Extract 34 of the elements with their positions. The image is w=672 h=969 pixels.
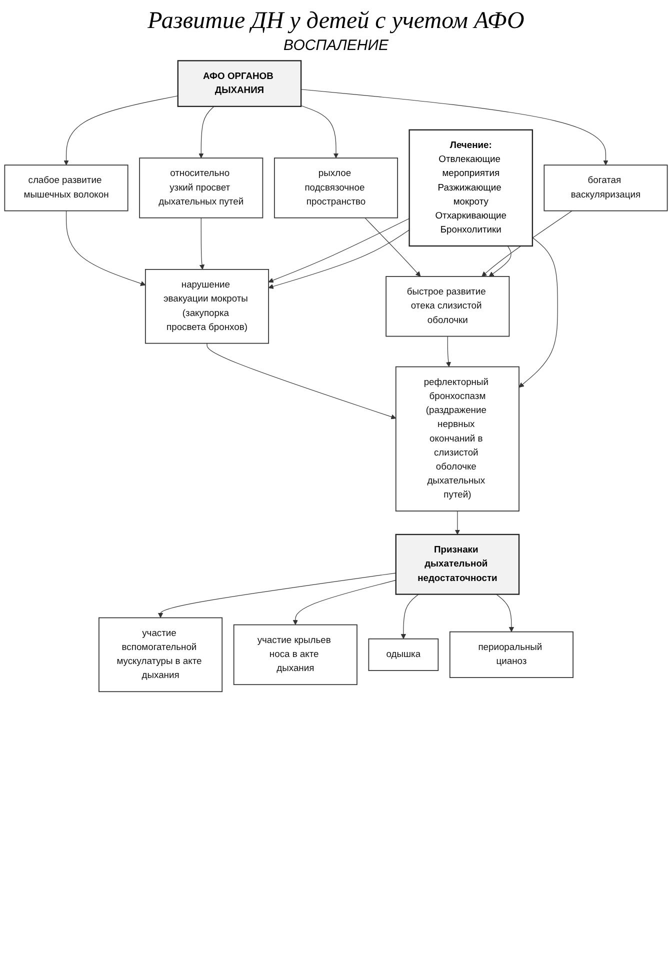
node-box: быстрое развитие отека слизистой оболочки [386,276,510,337]
node-box: Лечение: Отвлекающие мероприятия Разжижающие мокроту Отхаркивающие Бронхолитики [408,129,534,247]
arrow [66,210,146,286]
arrow [300,89,608,166]
node-box: одышка [368,638,439,671]
arrow [454,510,460,535]
diagram-title: Развитие ДН у детей с учетом АФО [146,8,526,35]
node-box: относительно узкий просвет дыхательных путей [139,158,264,218]
arrow [199,218,205,270]
node-box: участие вспомогательной мускулатуры в акте дыхания [98,617,223,692]
arrow [292,580,396,626]
arrow [300,105,339,158]
arrow [64,96,178,166]
node-box: рыхлое подсвязочное пространство [274,158,398,218]
arrow [206,343,396,420]
node-box: слабое развитие мышечных волокон [4,164,128,212]
arrow [400,594,419,640]
arrow [364,218,421,277]
node-box: участие крыльев носа в акте дыхания [233,624,358,686]
arrow [518,237,558,388]
arrow [496,594,514,632]
node-box: нарушение эвакуации мокроты (закупорка просвета бронхов) [144,269,269,344]
node-box: рефлекторный бронхоспазм (раздражение нервных окончаний в слизистой оболочке дыхательных путей) [395,366,520,512]
arrow [198,106,214,158]
node-box: периоральный цианоз [449,631,574,678]
node-box: богатая васкуляризация [544,164,668,212]
arrow [488,246,512,277]
arrow [268,218,410,283]
arrow [158,572,396,618]
note-text: ВОСПАЛЕНИЕ [284,37,388,54]
arrow [446,336,452,368]
node-box: АФО ОРГАНОВ ДЫХАНИЯ [177,60,302,108]
node-box: Признаки дыхательной недостаточности [395,534,520,595]
arrow [268,230,410,289]
